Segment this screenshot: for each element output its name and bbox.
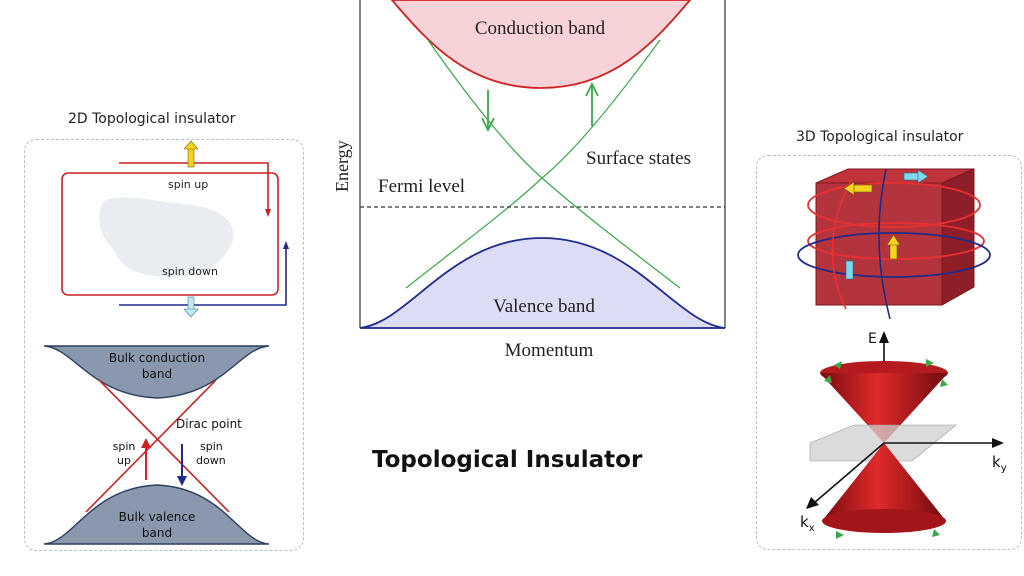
cyan-spin-arrow-top-icon bbox=[917, 169, 929, 184]
edge-states-diagram: spin up spin down bbox=[61, 140, 289, 318]
cyan-spin-arrow-side bbox=[845, 260, 854, 280]
dirac-line-1 bbox=[98, 379, 230, 513]
red-vertical-loop bbox=[831, 178, 853, 310]
center-band-diagram: Conduction band Surface states Fermi lev… bbox=[332, 0, 726, 361]
blue-surface-loop bbox=[797, 232, 991, 278]
surface-states-label: Surface states bbox=[586, 148, 691, 169]
bulk-conduction-label-1: Bulk conduction bbox=[109, 351, 205, 365]
green-spin-arrow-icon-4 bbox=[940, 379, 948, 387]
ky-axis-label: ky bbox=[992, 453, 1007, 474]
cube-side-face bbox=[941, 168, 975, 306]
yellow-spin-arrow-side bbox=[889, 242, 898, 260]
spin-down-label-2: down bbox=[196, 454, 226, 467]
red-surface-loop-top bbox=[807, 182, 981, 228]
sample-blob bbox=[99, 197, 234, 277]
dirac-band-diagram: Bulk conduction band Dirac point spin up… bbox=[43, 345, 270, 545]
conduction-band bbox=[390, 0, 692, 89]
green-spin-arrow-icon-6 bbox=[932, 529, 940, 537]
energy-axis-label: E bbox=[868, 331, 877, 347]
main-caption: Topological Insulator bbox=[372, 447, 643, 473]
yellow-spin-arrow-side-icon bbox=[886, 234, 901, 246]
yellow-spin-arrow-top bbox=[851, 184, 873, 193]
bulk-conduction-band bbox=[43, 345, 270, 399]
energy-axis-arrow-icon bbox=[879, 331, 889, 343]
right-panel-title: 3D Topological insulator bbox=[796, 129, 964, 145]
spin-down-label: spin down bbox=[162, 265, 218, 278]
cyan-spin-arrow-icon bbox=[183, 308, 199, 318]
yellow-spin-arrow-top-icon bbox=[843, 181, 855, 196]
green-down-arrow-icon bbox=[481, 117, 495, 133]
valence-band bbox=[359, 237, 726, 329]
lower-cone-rim bbox=[822, 509, 946, 533]
spin-down-label-1: spin bbox=[200, 440, 223, 453]
bulk-valence-label-1: Bulk valence bbox=[119, 510, 196, 524]
dirac-cone-diagram: E ky kx bbox=[800, 331, 1007, 539]
spin-up-label-1: spin bbox=[113, 440, 136, 453]
yellow-spin-arrow-icon bbox=[183, 140, 199, 150]
kx-axis-label: kx bbox=[800, 513, 815, 534]
dirac-point-label: Dirac point bbox=[176, 417, 242, 431]
fermi-level-label: Fermi level bbox=[378, 176, 465, 197]
spin-up-edge-loop bbox=[119, 162, 269, 209]
conduction-band-label: Conduction band bbox=[475, 18, 606, 39]
red-arrowhead-icon bbox=[265, 209, 271, 217]
upper-cone bbox=[820, 373, 948, 443]
surface-state-2 bbox=[405, 39, 661, 289]
left-panel-frame bbox=[24, 139, 304, 551]
kx-axis-arrow-icon bbox=[806, 497, 819, 509]
bulk-valence-label-2: band bbox=[142, 526, 172, 540]
lower-cone bbox=[822, 443, 946, 521]
valence-band-label: Valence band bbox=[493, 296, 595, 317]
green-spin-arrow-icon-1 bbox=[834, 361, 842, 369]
right-panel-frame bbox=[756, 155, 1022, 550]
spin-up-label: spin up bbox=[168, 178, 208, 191]
green-spin-arrow-icon-5 bbox=[836, 531, 844, 539]
ky-axis-arrow-icon bbox=[992, 438, 1004, 448]
spin-down-arrow-icon bbox=[177, 476, 187, 486]
red-edge-rectangle bbox=[61, 172, 279, 296]
yellow-spin-arrow-shaft bbox=[187, 146, 195, 168]
bulk-valence-band bbox=[43, 484, 270, 545]
cube-diagram bbox=[797, 168, 991, 320]
spin-up-arrow-icon bbox=[141, 438, 151, 448]
kx-axis bbox=[813, 442, 885, 504]
spin-up-label-2: up bbox=[117, 454, 131, 467]
green-spin-arrow-icon-2 bbox=[926, 359, 934, 367]
green-up-arrow-icon bbox=[585, 81, 599, 97]
momentum-axis-label: Momentum bbox=[505, 340, 594, 361]
green-spin-arrow-icon-3 bbox=[824, 375, 832, 383]
spin-down-edge-loop bbox=[119, 249, 287, 306]
left-panel-title: 2D Topological insulator bbox=[68, 111, 236, 127]
energy-axis-label: Energy bbox=[332, 140, 352, 192]
cyan-spin-arrow-top bbox=[903, 172, 921, 181]
blue-vertical-loop bbox=[878, 168, 891, 320]
bulk-conduction-label-2: band bbox=[142, 367, 172, 381]
blue-arrowhead-icon bbox=[283, 241, 289, 249]
dirac-line-2 bbox=[85, 379, 217, 513]
